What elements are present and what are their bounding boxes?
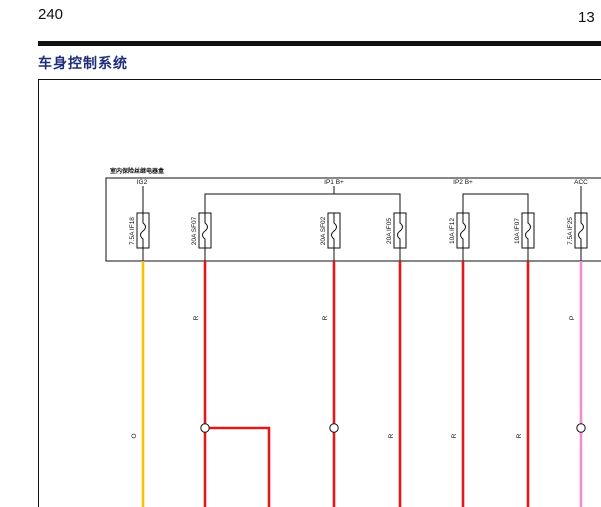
- diagram-frame: [38, 79, 601, 507]
- fuse-10a-if12: 10A IF12: [449, 212, 470, 261]
- fuse-label: 7.5A IF18: [129, 217, 136, 245]
- wire-color-label: O: [131, 433, 138, 438]
- page-number-right: 13: [578, 9, 595, 26]
- section-title: 车身控制系统: [38, 55, 128, 71]
- fuse-symbol: [202, 213, 208, 248]
- fuse-20a-sf07: 20A SF07: [191, 212, 212, 261]
- fuse-symbol: [578, 213, 584, 248]
- fuse-7-5a-if18: 7.5A IF18: [129, 212, 150, 261]
- fuse-20a-if05: 20A IF05: [386, 212, 407, 261]
- fuse-symbol: [460, 213, 466, 248]
- splice-node-if25: [576, 423, 586, 433]
- wire-color-label: R: [322, 315, 329, 320]
- fuse-box-title: 室内保险丝继电器盒: [110, 167, 165, 175]
- wire-color-label: P: [569, 316, 576, 320]
- fuse-20a-sf02: 20A SF02: [320, 212, 341, 261]
- splice-node-sf02: [329, 423, 339, 433]
- fuse-symbol: [525, 213, 531, 248]
- wire-color-label: R: [388, 433, 395, 438]
- source-label-ip1: IP1 B+: [324, 179, 344, 186]
- wire-color-label: R: [451, 433, 458, 438]
- wire-color-label: R: [516, 433, 523, 438]
- splice-node-sf07: [200, 423, 210, 433]
- page-number-left: 240: [38, 6, 64, 23]
- fuse-7-5a-if25: 7.5A IF25: [567, 212, 588, 261]
- fuse-label: 7.5A IF25: [567, 217, 574, 245]
- wire-color-label: R: [193, 315, 200, 320]
- branch-wire-sf07: [205, 426, 271, 507]
- fuse-layer: 7.5A IF18 20A SF07 20A SF02 20A IF05 10A IF1…: [129, 212, 588, 261]
- fuse-label: 20A IF05: [386, 218, 393, 244]
- source-label-ig2: IG2: [137, 179, 148, 186]
- fuse-symbol: [331, 213, 337, 248]
- fuse-label: 20A SF02: [320, 216, 327, 245]
- source-label-acc: ACC: [574, 179, 588, 186]
- header-rule: [38, 41, 601, 46]
- fuse-box: [105, 177, 601, 262]
- fuse-label: 20A SF07: [191, 216, 198, 245]
- fuse-symbol: [140, 213, 146, 248]
- wire-layer: O R R R R R P: [131, 261, 583, 507]
- fuse-symbol: [397, 213, 403, 248]
- source-label-ip2: IP2 B+: [453, 179, 473, 186]
- fuse-10a-if07: 10A IF07: [514, 212, 535, 261]
- fuse-label: 10A IF07: [514, 218, 521, 244]
- internal-bus: [142, 186, 582, 213]
- fuse-label: 10A IF12: [449, 218, 456, 244]
